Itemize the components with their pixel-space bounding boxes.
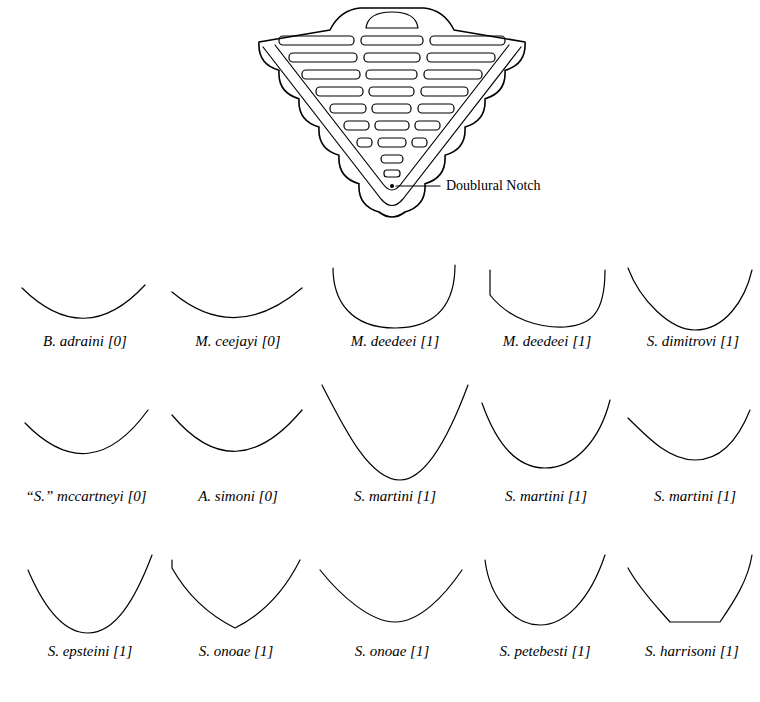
species-label: S. harrisoni [1] xyxy=(645,641,739,661)
species-label: S. dimitrovi [1] xyxy=(647,331,739,351)
species-label: A. simoni [0] xyxy=(198,486,278,506)
leader-line xyxy=(396,185,440,186)
species-label: M. deedeei [1] xyxy=(503,331,592,351)
species-label: S. onoae [1] xyxy=(199,641,274,661)
axial-rings xyxy=(361,12,423,177)
species-label: M. deedeei [1] xyxy=(351,331,440,351)
species-label: S. martini [1] xyxy=(654,486,736,506)
species-label: S. martini [1] xyxy=(354,486,436,506)
pleural-ribs xyxy=(279,36,505,147)
species-label: S. petebesti [1] xyxy=(499,641,590,661)
species-label: “S.” mccartneyi [0] xyxy=(25,486,146,506)
species-label: S. epsteini [1] xyxy=(48,641,133,661)
notch-dot xyxy=(390,184,394,188)
callout-label: Doublural Notch xyxy=(446,176,540,196)
species-label: S. martini [1] xyxy=(505,486,587,506)
species-label: M. ceejayi [0] xyxy=(195,331,280,351)
notch-profiles xyxy=(22,265,752,633)
doublure-band xyxy=(275,45,509,190)
species-label: B. adraini [0] xyxy=(43,331,127,351)
species-label: S. onoae [1] xyxy=(355,641,430,661)
